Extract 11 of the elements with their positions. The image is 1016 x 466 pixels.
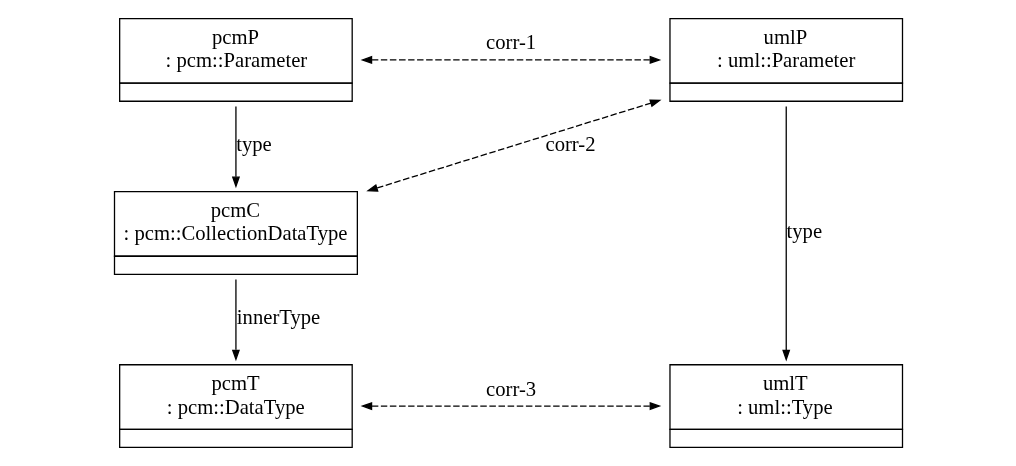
arrow — [231, 105, 240, 189]
arrow — [781, 105, 790, 362]
edge-label: innerType — [236, 306, 320, 329]
edge-label: corr-1 — [485, 31, 536, 54]
edge-label: corr-2 — [544, 133, 596, 156]
edge-label: type — [786, 219, 822, 242]
arrow — [365, 99, 661, 192]
arrow — [360, 55, 661, 64]
arrow — [360, 402, 661, 411]
arrow — [231, 278, 240, 362]
edge-label: corr-3 — [485, 377, 536, 400]
